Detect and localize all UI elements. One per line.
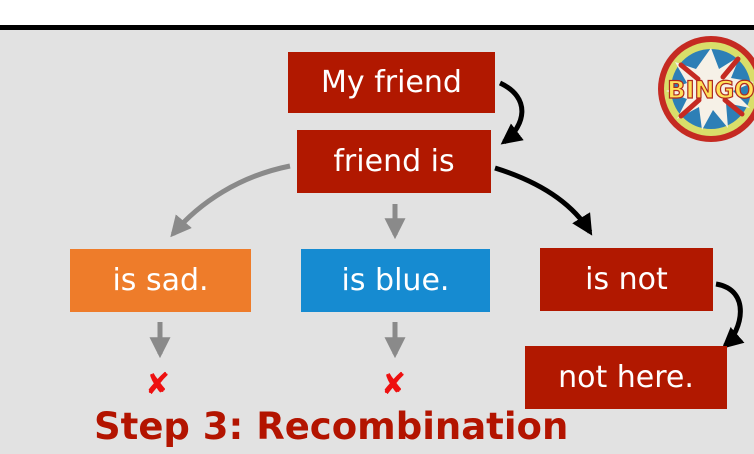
cross-mark-icon: ✘ (381, 367, 407, 402)
step-caption: Step 3: Recombination (94, 405, 569, 448)
bingo-burst-badge-icon: BINGO (658, 36, 754, 142)
node-not-here: not here. (525, 346, 727, 409)
arrow-friend-is-to-is-sad (170, 163, 291, 238)
node-is-blue: is blue. (301, 249, 490, 312)
badge-text: BINGO (667, 76, 754, 104)
node-my-friend: My friend (288, 52, 495, 113)
arrow-my-friend-to-friend-is (498, 80, 525, 145)
arrow-friend-is-to-is-not (494, 165, 593, 236)
top-band (0, 0, 754, 25)
node-is-not: is not (540, 248, 713, 311)
node-is-sad: is sad. (70, 249, 251, 312)
top-divider (0, 25, 754, 30)
arrow-is-not-to-not-here (715, 281, 745, 349)
cross-mark-icon: ✘ (145, 367, 171, 402)
node-friend-is: friend is (297, 130, 491, 193)
